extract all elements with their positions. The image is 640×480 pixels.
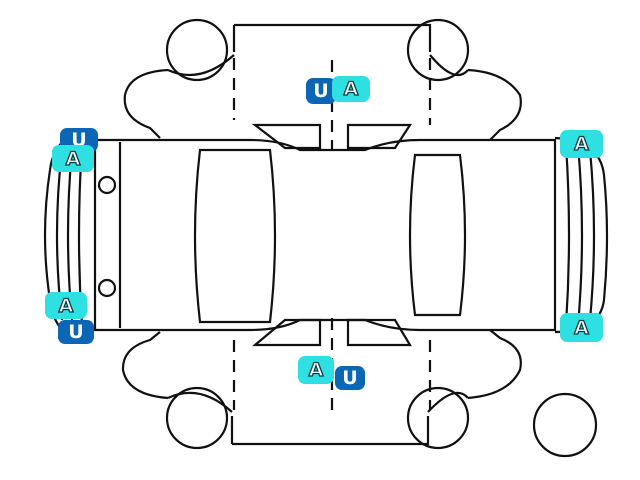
car-body-top-view[interactable] xyxy=(93,138,557,332)
marker-front-right-a[interactable]: A xyxy=(45,292,87,319)
marker-bottom-door-u[interactable]: U xyxy=(335,366,365,390)
marker-top-door-u[interactable]: U xyxy=(306,78,336,104)
marker-rear-bottom-a[interactable]: A xyxy=(560,313,603,342)
wheel-top-right[interactable] xyxy=(406,18,470,82)
marker-bottom-door-a[interactable]: A xyxy=(298,356,334,384)
wheel-bottom-left[interactable] xyxy=(165,386,229,450)
spare-wheel[interactable] xyxy=(532,392,598,458)
wheel-bottom-right[interactable] xyxy=(406,386,470,450)
marker-front-right-u[interactable]: U xyxy=(58,320,94,344)
marker-front-left-a[interactable]: A xyxy=(52,145,94,172)
top-side-panel[interactable] xyxy=(123,23,522,150)
rear-bumper[interactable] xyxy=(554,136,609,334)
marker-top-door-a[interactable]: A xyxy=(332,76,370,102)
wheel-top-left[interactable] xyxy=(165,18,229,82)
marker-rear-top-a[interactable]: A xyxy=(560,130,603,158)
